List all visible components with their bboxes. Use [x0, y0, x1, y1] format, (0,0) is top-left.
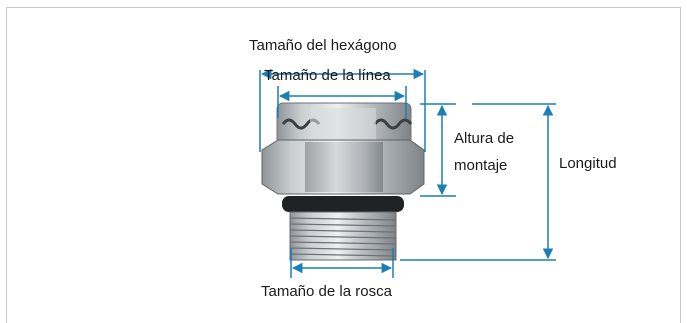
- mount-height-dimension: [420, 103, 456, 197]
- length-dimension: [400, 103, 556, 261]
- fitting-photo: [261, 102, 425, 261]
- hex-size-dimension: [259, 68, 426, 152]
- thread-size-label: Tamaño de la rosca: [261, 283, 392, 300]
- line-size-label: Tamaño de la línea: [264, 67, 391, 84]
- hex-size-label: Tamaño del hexágono: [249, 37, 397, 54]
- mount-height-label-line2: montaje: [454, 157, 508, 174]
- mount-height-label-line1: Altura de: [454, 130, 515, 147]
- length-label: Longitud: [559, 155, 617, 172]
- line-size-dimension: [277, 86, 407, 118]
- thread-size-dimension: [290, 248, 394, 278]
